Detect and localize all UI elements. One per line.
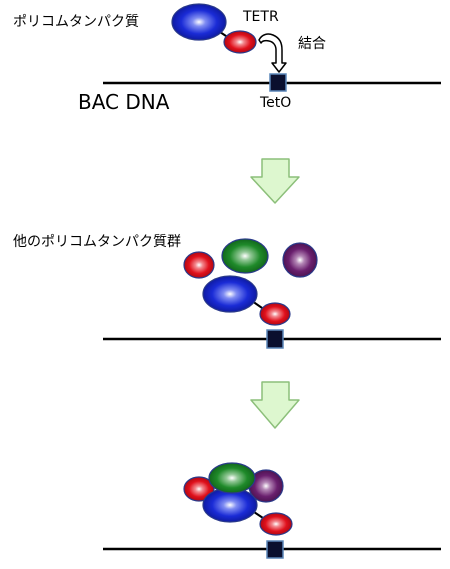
- down-arrow-2: [250, 381, 300, 429]
- complex-green: [208, 462, 256, 494]
- teto-box-3: [266, 540, 284, 559]
- other-polycomb-label: 他のポリコムタンパク質群: [13, 234, 181, 250]
- complex-red: [183, 476, 215, 502]
- tetr-protein-red-2: [259, 302, 291, 326]
- polycomb-protein-blue: [171, 3, 227, 41]
- other-polycomb-purple: [282, 242, 318, 278]
- down-arrow-1: [250, 158, 300, 204]
- teto-label: TetO: [260, 95, 292, 111]
- polycomb-protein-label: ポリコムタンパク質: [13, 14, 139, 30]
- bac-dna-label: BAC DNA: [78, 90, 170, 114]
- other-polycomb-green: [221, 238, 269, 274]
- complex-tetr-red: [259, 512, 293, 536]
- polycomb-protein-blue-2: [202, 275, 258, 313]
- binding-label: 結合: [298, 36, 326, 52]
- teto-box-1: [269, 73, 287, 92]
- tetr-label: TETR: [243, 9, 279, 25]
- teto-box-2: [266, 329, 284, 349]
- tetr-protein-red: [223, 30, 257, 54]
- binding-arrow: [258, 33, 287, 73]
- other-polycomb-red: [183, 251, 215, 279]
